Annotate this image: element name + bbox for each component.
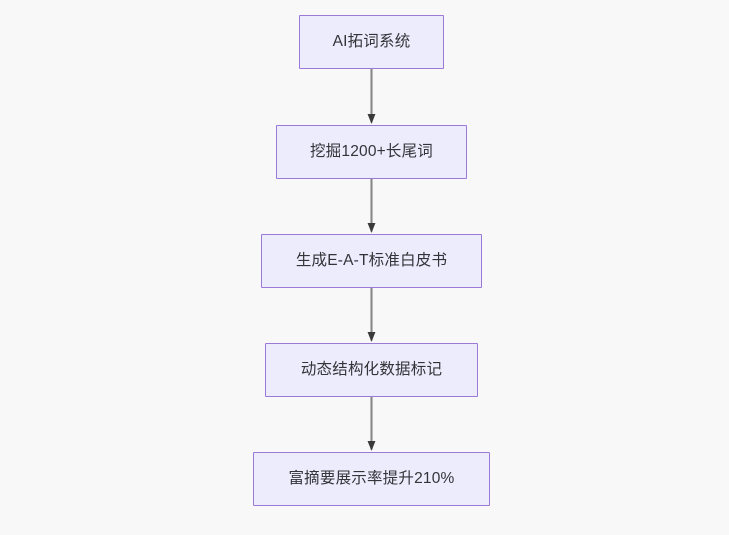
node-label: 动态结构化数据标记	[300, 360, 443, 378]
node-label: 富摘要展示率提升210%	[288, 469, 455, 487]
node-label: 生成E-A-T标准白皮书	[295, 251, 448, 269]
flowchart-node-rich-snippet-impression-lift[interactable]: 富摘要展示率提升210%	[253, 452, 490, 506]
flowchart-node-dynamic-structured-data-markup[interactable]: 动态结构化数据标记	[265, 343, 478, 397]
flowchart-node-mine-longtail-keywords[interactable]: 挖掘1200+长尾词	[276, 125, 467, 179]
flowchart-node-generate-eat-whitepaper[interactable]: 生成E-A-T标准白皮书	[261, 234, 482, 288]
node-label: AI拓词系统	[332, 32, 411, 50]
flowchart-node-ai-keyword-system[interactable]: AI拓词系统	[299, 15, 444, 69]
node-label: 挖掘1200+长尾词	[309, 142, 434, 160]
